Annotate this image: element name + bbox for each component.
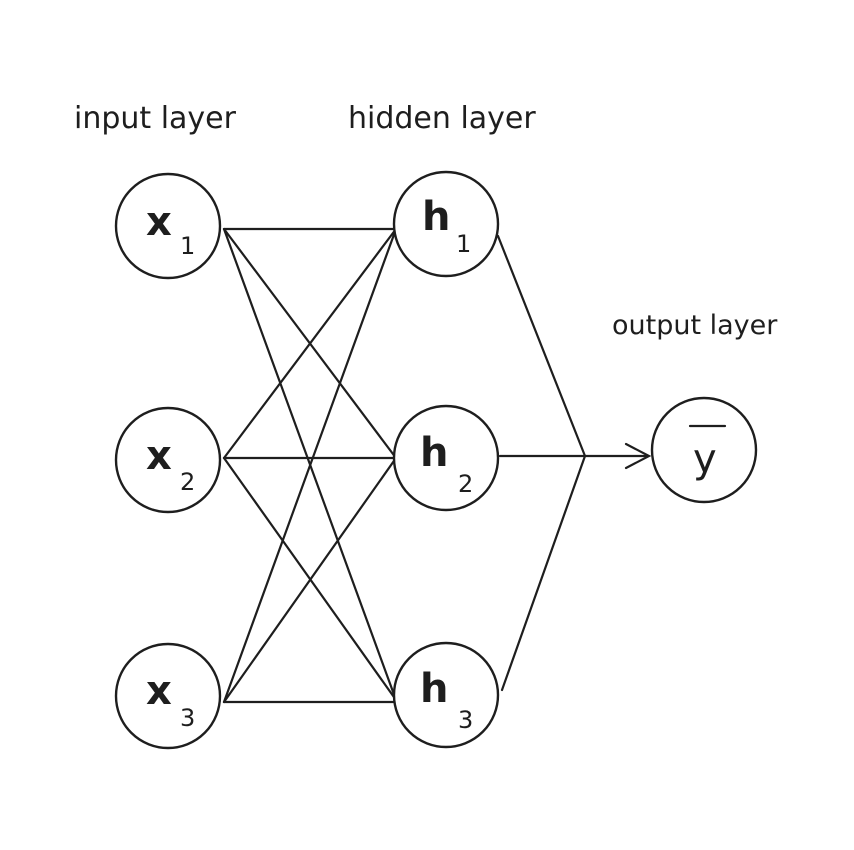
hidden-output-edges — [496, 234, 652, 692]
hidden-node-symbol: h — [422, 194, 450, 240]
hidden-node-symbol: h — [420, 430, 448, 476]
output-layer-label: output layer — [612, 310, 778, 341]
hidden-node-symbol: h — [420, 666, 448, 712]
hidden-node-circle — [392, 641, 500, 749]
hidden-node-subscript: 3 — [458, 706, 473, 734]
hidden-node-circle — [392, 404, 500, 512]
hidden-node-subscript: 1 — [456, 230, 471, 258]
hidden-node-subscript: 2 — [458, 470, 473, 498]
hidden-node-1: h 1 — [392, 170, 500, 278]
hidden-node-2: h 2 — [392, 404, 500, 512]
edge-h1-merge — [496, 234, 587, 458]
arrow-head-icon — [624, 442, 652, 470]
output-node-symbol: y — [693, 436, 717, 482]
input-node-circle — [114, 172, 222, 280]
input-node-subscript: 3 — [180, 704, 195, 732]
input-node-circle — [114, 406, 222, 514]
hidden-node-3: h 3 — [392, 641, 500, 749]
input-node-2: x 2 — [114, 406, 222, 514]
output-node-circle — [650, 396, 758, 504]
input-node-symbol: x — [146, 668, 172, 714]
input-node-symbol: x — [146, 433, 172, 479]
hidden-node-circle — [392, 170, 500, 278]
edge-x2-h1 — [222, 227, 398, 460]
input-node-subscript: 2 — [180, 468, 195, 496]
input-node-subscript: 1 — [180, 232, 195, 260]
input-node-symbol: x — [146, 199, 172, 245]
input-node-circle — [114, 642, 222, 750]
input-hidden-edges — [222, 227, 398, 704]
edge-x3-h1 — [222, 227, 398, 704]
output-node: y — [650, 396, 758, 504]
input-node-1: x 1 — [114, 172, 222, 280]
input-layer-label: input layer — [74, 101, 237, 136]
input-node-3: x 3 — [114, 642, 222, 750]
edge-x3-h2 — [222, 456, 398, 704]
edge-h3-merge — [500, 454, 587, 692]
hidden-layer-label: hidden layer — [348, 101, 536, 136]
